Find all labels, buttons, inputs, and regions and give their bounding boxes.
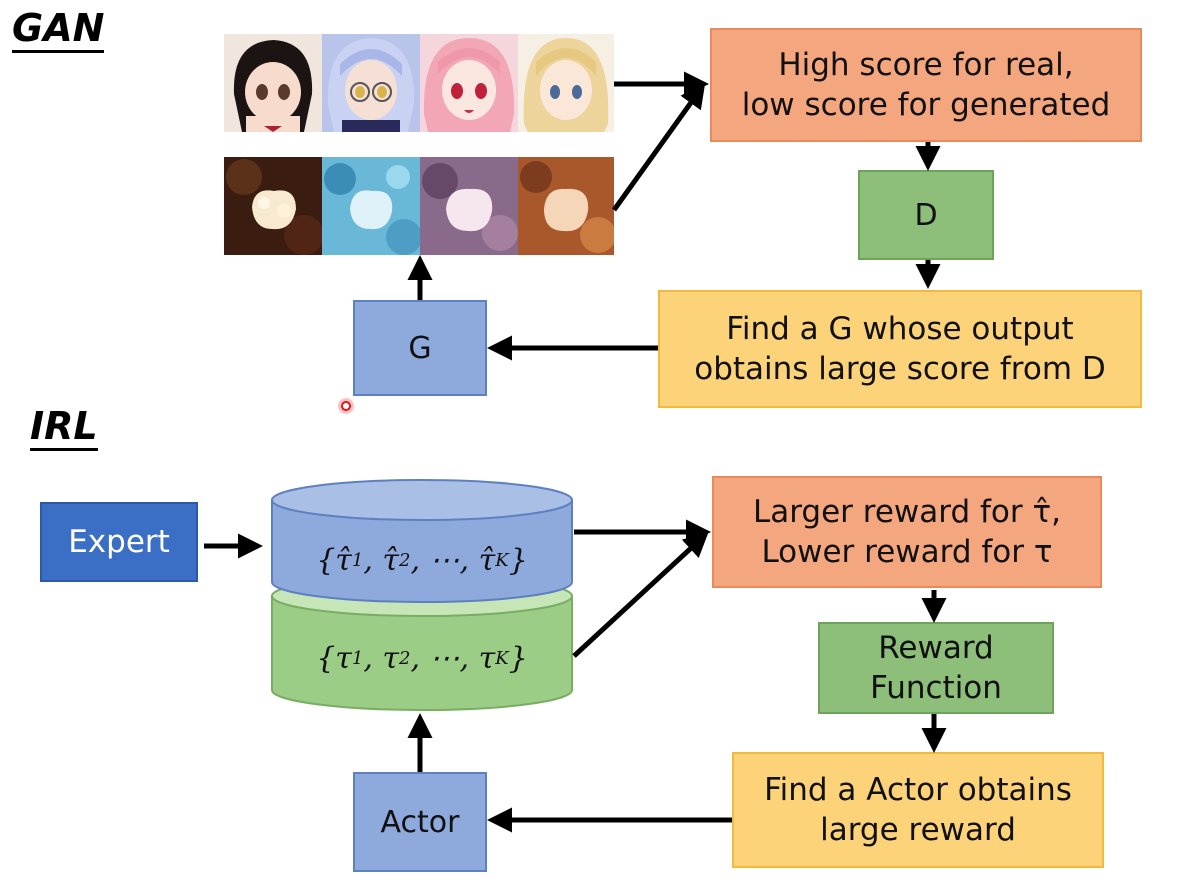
discriminator-objective-box: High score for real, low score for gener… [710,28,1142,142]
anime-face-image [224,34,322,132]
generator-objective-box: Find a G whose output obtains large scor… [658,290,1142,408]
reward-objective-box: Larger reward for τ̂, Lower reward for τ [712,476,1102,588]
anime-face-image [518,34,614,132]
expert-box: Expert [40,502,198,582]
actor-objective-box: Find a Actor obtains large reward [732,752,1104,868]
arrow-generated-to-objective [611,82,706,212]
generated-noise-image [224,157,322,255]
expert-trajectories-label: {τ̂1, τ̂2, ⋯, τ̂K} [316,542,528,578]
gan-title: GAN [12,8,105,53]
discriminator-box: D [858,170,994,260]
generated-images-row [224,157,614,255]
anime-face-image [420,34,518,132]
cursor-dot-icon [338,398,354,414]
generated-noise-image [420,157,518,255]
generated-noise-image [518,157,614,255]
trajectory-database [271,479,573,711]
arrow-actor-traj-to-reward [572,531,709,658]
anime-face-image [322,34,420,132]
actor-box: Actor [353,772,487,872]
generated-noise-image [322,157,420,255]
generator-box: G [353,300,487,396]
reward-function-box: Reward Function [818,622,1054,714]
real-images-row [224,34,614,132]
irl-title: IRL [30,406,98,451]
